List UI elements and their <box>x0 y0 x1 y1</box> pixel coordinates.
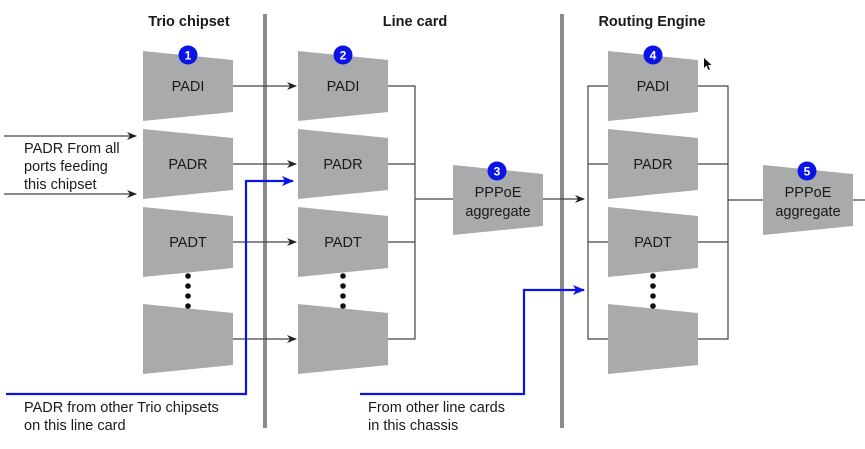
box-padi: PADI <box>298 51 388 121</box>
svg-text:PADR from other Trio chipsets: PADR from other Trio chipsets <box>24 400 219 416</box>
heading-trio-chipset: Trio chipset <box>148 14 230 30</box>
box-label: PADT <box>169 235 207 251</box>
note-other-trio: PADR from other Trio chipsets on this li… <box>24 400 219 434</box>
box-label: PADT <box>634 235 672 251</box>
blue-path-other-trio <box>6 176 294 396</box>
box-label: PADR <box>633 157 672 173</box>
box-additional <box>608 304 698 374</box>
box-padi: PADI <box>608 51 698 121</box>
badge-5 <box>797 161 817 181</box>
aggregate-re-line1: PPPoE <box>785 185 832 201</box>
aggregate-routing-engine: 5 PPPoE aggregate <box>763 161 853 235</box>
mouse-pointer-icon <box>704 58 712 70</box>
re-input-bus <box>587 85 608 340</box>
aggregate-linecard: 3 PPPoE aggregate <box>453 161 543 235</box>
box-padt: PADT <box>608 207 698 277</box>
routing-engine-column: PADI PADR PADT 4 <box>608 45 698 374</box>
note-other-linecards: From other line cards in this chassis <box>368 400 505 434</box>
badge-number: 1 <box>185 49 192 63</box>
box-padr: PADR <box>298 129 388 199</box>
box-label: PADT <box>324 235 362 251</box>
note-padr-ports: PADR From all ports feeding this chipset <box>24 141 120 193</box>
heading-line-card: Line card <box>383 14 447 30</box>
badge-1 <box>178 45 198 65</box>
box-padr: PADR <box>608 129 698 199</box>
trio-chipset-column: PADI PADR PADT 1 <box>143 45 233 374</box>
aggregate-linecard-line2: aggregate <box>465 204 530 220</box>
re-output-bus <box>698 85 865 340</box>
blue-path-other-linecards <box>360 285 585 396</box>
box-label: PADI <box>327 79 360 95</box>
svg-text:PADR From all: PADR From all <box>24 141 120 157</box>
heading-routing-engine: Routing Engine <box>598 14 705 30</box>
svg-text:3: 3 <box>494 165 501 179</box>
box-padt: PADT <box>298 207 388 277</box>
linecard-bus <box>388 85 453 340</box>
svg-text:ports feeding: ports feeding <box>24 159 108 175</box>
vertical-ellipsis-icon <box>340 273 346 309</box>
vertical-ellipsis-icon <box>650 273 656 309</box>
box-label: PADI <box>637 79 670 95</box>
vertical-ellipsis-icon <box>185 273 191 309</box>
box-label: PADI <box>172 79 205 95</box>
badge-number: 2 <box>340 49 347 63</box>
box-padt: PADT <box>143 207 233 277</box>
svg-text:in this chassis: in this chassis <box>368 418 458 434</box>
aggregate-re-line2: aggregate <box>775 204 840 220</box>
chipset-to-linecard-arrows <box>233 82 297 343</box>
badge-2 <box>333 45 353 65</box>
box-padi: PADI <box>143 51 233 121</box>
badge-4 <box>643 45 663 65</box>
svg-text:5: 5 <box>804 165 811 179</box>
svg-text:this chipset: this chipset <box>24 177 97 193</box>
svg-text:From other line cards: From other line cards <box>368 400 505 416</box>
box-label: PADR <box>168 157 207 173</box>
badge-number: 4 <box>650 49 657 63</box>
box-label: PADR <box>323 157 362 173</box>
box-additional <box>298 304 388 374</box>
svg-text:on this line card: on this line card <box>24 418 126 434</box>
line-card-column: PADI PADR PADT 2 <box>298 45 388 374</box>
aggregate-linecard-line1: PPPoE <box>475 185 522 201</box>
box-padr: PADR <box>143 129 233 199</box>
box-additional <box>143 304 233 374</box>
badge-3 <box>487 161 507 181</box>
